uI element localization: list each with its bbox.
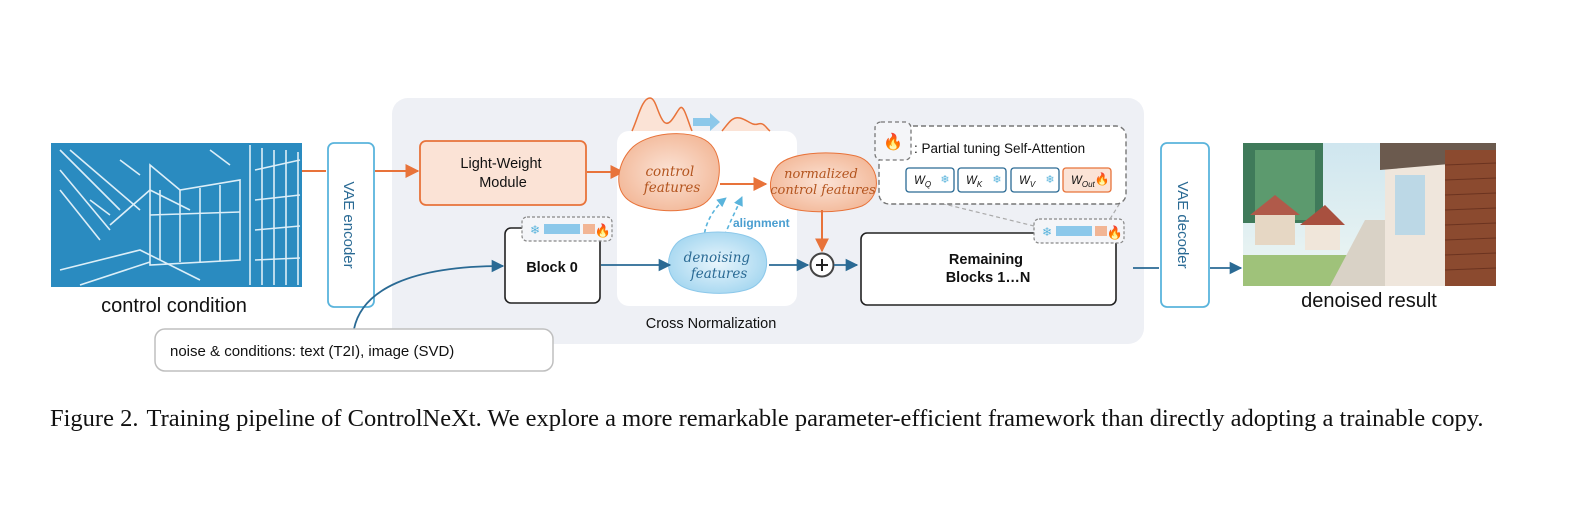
lightweight-module-box (419, 140, 587, 206)
vae-encoder-label: VAE encoder (340, 181, 357, 268)
arrow-noise-to-block0 (353, 259, 505, 330)
shift-arrow-icon (693, 113, 720, 131)
denoised-result-image (1243, 143, 1497, 286)
weight-chips: WQ ❄ WK ❄ WV ❄ WOut🔥 (905, 167, 1112, 193)
vae-decoder-box (1160, 142, 1210, 308)
snowflake-icon: ❄ (1042, 225, 1052, 239)
snowflake-icon: ❄ (940, 174, 949, 186)
alignment-arrow-1 (703, 197, 727, 241)
weight-chip-k: WK ❄ (957, 167, 1007, 193)
callout-line-left (939, 202, 1035, 227)
cross-normalization-label: Cross Normalization (646, 316, 777, 332)
block0-label: Block 0 (526, 260, 578, 276)
remaining-blocks-label: Remaining Blocks 1…N (946, 252, 1031, 286)
denoising-features-blob (668, 231, 768, 294)
control-features-line-2: features (643, 180, 701, 196)
remaining-tuning-badge: ❄ 🔥 (1033, 218, 1125, 244)
snowflake-icon: ❄ (530, 223, 540, 237)
snowflake-icon: ❄ (1045, 174, 1054, 186)
snowflake-icon: ❄ (992, 174, 1001, 186)
lightweight-module-line-2: Module (479, 175, 527, 191)
caption-text: Training pipeline of ControlNeXt. We exp… (146, 405, 1484, 432)
lightweight-module-label: Light-Weight Module (460, 156, 545, 191)
control-features-line-1: control (645, 164, 694, 180)
trainable-bar (583, 224, 595, 234)
control-condition-label: control condition (101, 295, 247, 317)
trainable-bar (1095, 226, 1107, 236)
control-features-blob (618, 133, 720, 212)
vae-decoder-label: VAE decoder (1174, 181, 1191, 268)
remaining-blocks-line-2: Blocks 1…N (946, 270, 1031, 286)
remaining-blocks-line-1: Remaining (949, 252, 1023, 268)
frozen-bar (1056, 226, 1092, 236)
distribution-curve-2 (721, 116, 771, 132)
vae-encoder-box (327, 142, 375, 308)
sum-node (809, 252, 835, 278)
fire-icon: 🔥 (1107, 225, 1123, 240)
block0-tuning-badge: ❄ 🔥 (521, 216, 613, 242)
control-condition-image (51, 143, 302, 287)
weight-chip-out: WOut🔥 (1062, 167, 1112, 193)
normalized-control-features-blob (770, 152, 877, 213)
remaining-blocks-box (860, 232, 1117, 306)
fire-icon: 🔥 (1095, 172, 1110, 186)
fire-icon: 🔥 (883, 132, 903, 151)
normalized-line-1: normalized (784, 167, 858, 182)
denoised-result-label: denoised result (1301, 290, 1437, 312)
normalized-line-2: control features (770, 183, 876, 198)
denoising-features-line-2: features (690, 266, 748, 282)
weight-chip-v: WV ❄ (1010, 167, 1060, 193)
legend-text: : Partial tuning Self-Attention (914, 141, 1085, 156)
weight-label: WV (1019, 175, 1036, 189)
weight-label: WK (966, 175, 983, 189)
distribution-curve (631, 97, 693, 132)
figure-caption: Figure 2. Training pipeline of ControlNeX… (50, 402, 1520, 436)
callout-line-right (1109, 202, 1121, 220)
denoising-features-label: denoising features (684, 250, 755, 282)
weight-label: WOut (1071, 175, 1096, 189)
noise-conditions-box (154, 328, 554, 372)
weight-chip-q: WQ ❄ (905, 167, 955, 193)
alignment-arrow-2 (721, 196, 743, 243)
weight-label: WQ (914, 175, 931, 189)
frozen-bar (544, 224, 580, 234)
control-features-label: control features (643, 164, 701, 196)
caption-label: Figure 2. (50, 405, 139, 432)
fire-icon: 🔥 (595, 223, 611, 238)
denoising-features-line-1: denoising (684, 250, 751, 266)
alignment-label: alignment (733, 216, 790, 230)
noise-conditions-label: noise & conditions: text (T2I), image (S… (170, 343, 454, 360)
normalized-control-features-label: normalized control features (770, 167, 876, 198)
lightweight-module-line-1: Light-Weight (460, 156, 541, 172)
